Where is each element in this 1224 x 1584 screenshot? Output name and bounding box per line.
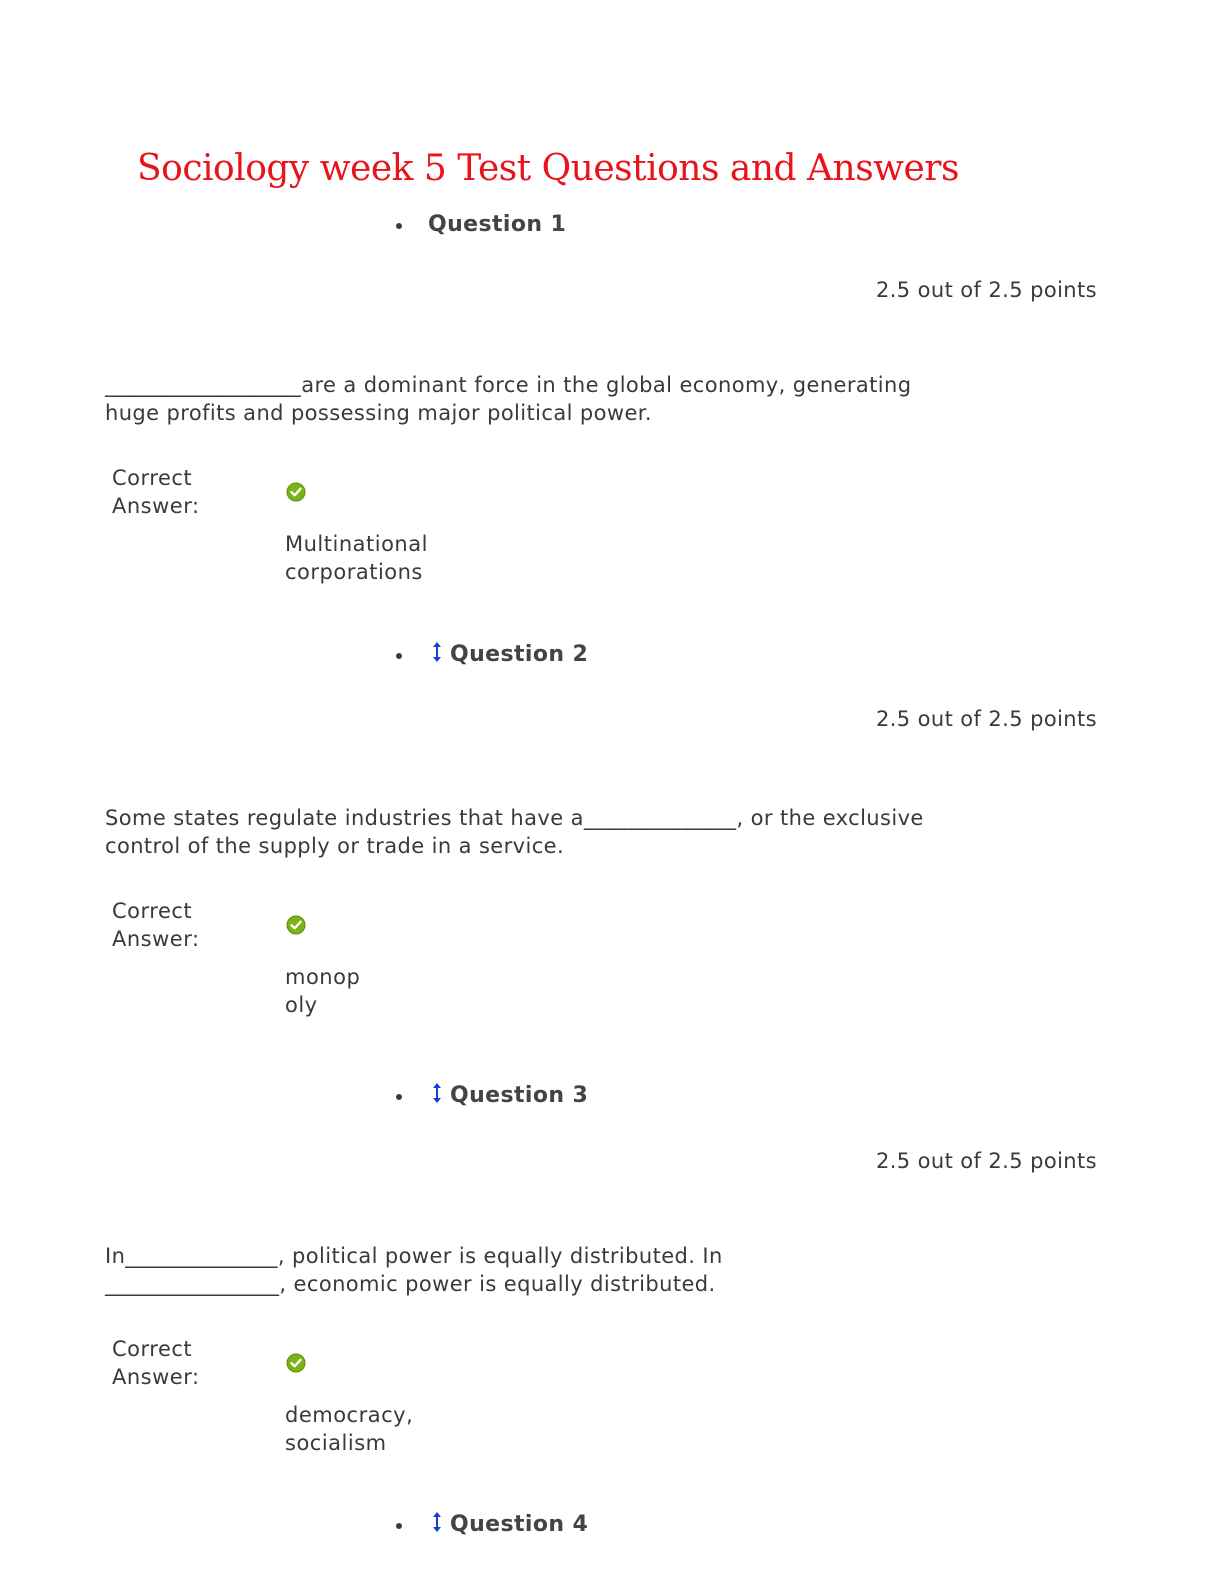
question-1-correct-answer-label: Correct Answer: [112,464,200,520]
check-circle-icon [286,482,306,502]
answer-line-1: Multinational [285,532,428,556]
sort-arrows-icon[interactable] [430,1510,444,1534]
answer-line-1: democracy, [285,1403,414,1427]
answer-line-1: monop [285,965,361,989]
check-circle-icon [286,1353,306,1373]
bullet-icon [396,1523,402,1529]
sort-arrows-icon[interactable] [430,1081,444,1105]
correct-label-line-2: Answer: [112,927,200,951]
question-2-label: Question 2 [450,642,589,667]
sort-arrows-icon[interactable] [430,640,444,664]
question-3-points: 2.5 out of 2.5 points [875,1149,1097,1173]
check-circle-icon [286,915,306,935]
question-4-label: Question 4 [450,1512,589,1537]
correct-label-line-1: Correct [112,466,193,490]
question-3-label: Question 3 [450,1083,589,1108]
correct-label-line-2: Answer: [112,494,200,518]
answer-line-2: corporations [285,560,423,584]
bullet-icon [396,223,402,229]
bullet-icon [396,1094,402,1100]
question-1-answer: Multinational corporations [285,530,428,586]
question-2-points: 2.5 out of 2.5 points [875,707,1097,731]
question-1-text-line-2: huge profits and possessing major politi… [105,401,652,425]
bullet-icon [396,653,402,659]
question-1-text-line-1: __________________are a dominant force i… [105,373,912,397]
question-1-label: Question 1 [428,212,567,237]
answer-line-2: socialism [285,1431,387,1455]
question-3-correct-answer-label: Correct Answer: [112,1335,200,1391]
question-3-text-line-2: ________________, economic power is equa… [105,1272,716,1296]
question-3-text-line-1: In______________, political power is equ… [105,1244,723,1268]
question-3-text: In______________, political power is equ… [105,1242,1005,1298]
page-title: Sociology week 5 Test Questions and Answ… [137,148,959,189]
question-2-text-line-1: Some states regulate industries that hav… [105,806,924,830]
correct-label-line-1: Correct [112,1337,193,1361]
answer-line-2: oly [285,993,318,1017]
question-1-text: __________________are a dominant force i… [105,371,1005,427]
question-2-text-line-2: control of the supply or trade in a serv… [105,834,565,858]
question-2-answer: monop oly [285,963,360,1019]
question-2-text: Some states regulate industries that hav… [105,804,1005,860]
correct-label-line-2: Answer: [112,1365,200,1389]
correct-label-line-1: Correct [112,899,193,923]
question-3-answer: democracy, socialism [285,1401,413,1457]
question-2-correct-answer-label: Correct Answer: [112,897,200,953]
question-1-points: 2.5 out of 2.5 points [875,278,1097,302]
